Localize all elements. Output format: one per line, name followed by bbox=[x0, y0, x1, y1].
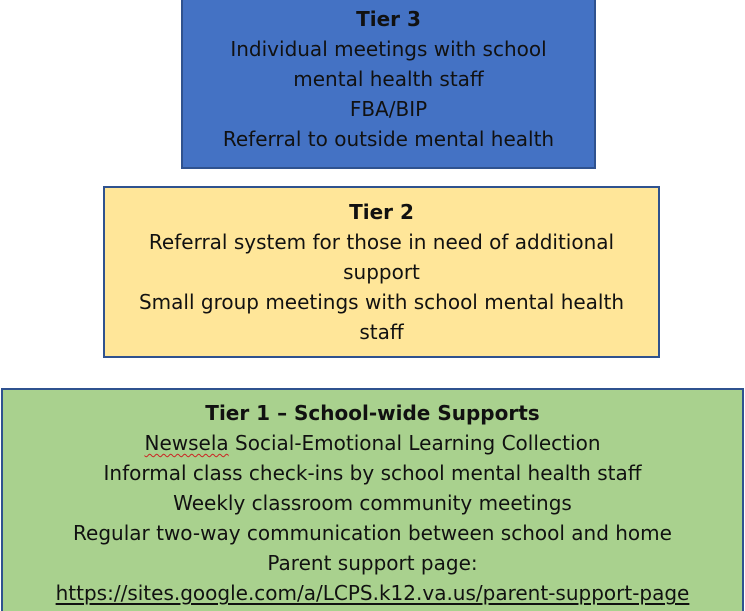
tier-2-box: Tier 2 Referral system for those in need… bbox=[103, 186, 660, 358]
tier-3-item: Individual meetings with school bbox=[230, 37, 547, 61]
tier-1-item: Weekly classroom community meetings bbox=[173, 491, 572, 515]
tier-2-item: support bbox=[343, 260, 420, 284]
tier-1-box: Tier 1 – School-wide Supports Newsela So… bbox=[1, 388, 744, 611]
tier-1-title: Tier 1 – School-wide Supports bbox=[205, 401, 540, 425]
tier-1-item: Regular two-way communication between sc… bbox=[73, 521, 672, 545]
tier-2-title: Tier 2 bbox=[349, 200, 414, 224]
tier-1-item: Informal class check-ins by school menta… bbox=[103, 461, 642, 485]
tier-3-item: Referral to outside mental health bbox=[222, 127, 555, 151]
tier-3-title: Tier 3 bbox=[356, 7, 421, 31]
spellcheck-word: Newsela bbox=[144, 431, 229, 455]
tier-1-item-newsela: Newsela Social-Emotional Learning Collec… bbox=[3, 428, 742, 458]
tier-3-item: mental health staff bbox=[293, 67, 484, 91]
tier-3-item: FBA/BIP bbox=[349, 97, 428, 121]
tier-2-item: Referral system for those in need of add… bbox=[148, 230, 615, 254]
tier-1-item-newsela-rest: Social-Emotional Learning Collection bbox=[228, 431, 601, 455]
parent-support-link[interactable]: https://sites.google.com/a/LCPS.k12.va.u… bbox=[55, 581, 690, 605]
tier-2-item: staff bbox=[359, 320, 404, 344]
tier-2-item: Small group meetings with school mental … bbox=[138, 290, 625, 314]
tier-3-box: Tier 3 Individual meetings with school m… bbox=[181, 0, 596, 169]
tier-1-item: Parent support page: bbox=[267, 551, 478, 575]
